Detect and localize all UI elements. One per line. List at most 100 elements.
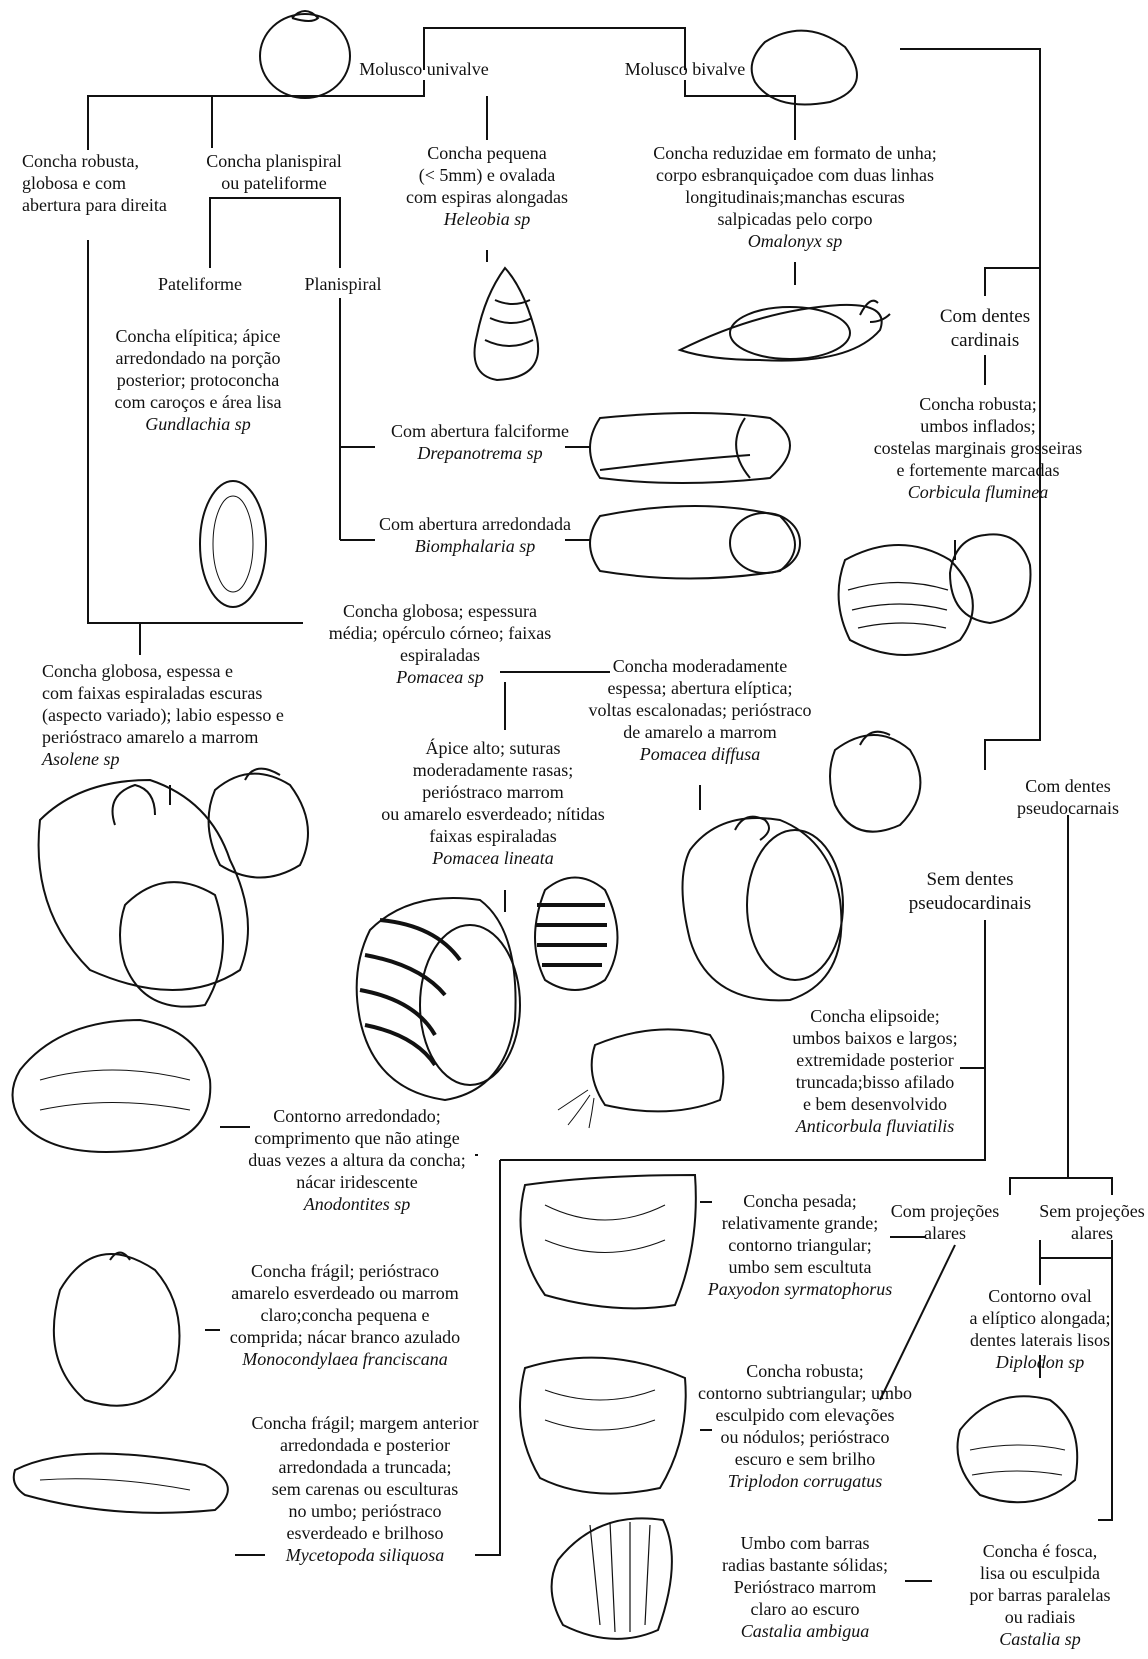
species-name: Diplodon sp xyxy=(970,1351,1111,1373)
line: contorno subtriangular; umbo xyxy=(698,1382,912,1404)
line: abertura para direita xyxy=(22,194,167,216)
line: ou pateliforme xyxy=(206,172,341,194)
dentes-pseudocarnais-node: Com dentes pseudocarnais xyxy=(1017,775,1119,819)
line: Concha globosa; espessura xyxy=(329,600,551,622)
line: Concha pequena xyxy=(406,142,568,164)
line: espessa; abertura elíptica; xyxy=(589,677,812,699)
line: Com abertura falciforme xyxy=(391,420,569,442)
line: umbos baixos e largos; xyxy=(792,1027,957,1049)
mycetopoda-node: Concha frágil; margem anterior arredonda… xyxy=(251,1412,478,1566)
omalonyx-node: Concha reduzidae em formato de unha; cor… xyxy=(653,142,936,252)
species-name: Drepanotrema sp xyxy=(391,442,569,464)
gundlachia-node: Concha elípitica; ápice arredondado na p… xyxy=(115,325,282,435)
line: contorno triangular; xyxy=(708,1234,892,1256)
corbicula-node: Concha robusta; umbos inflados; costelas… xyxy=(874,393,1083,503)
line: ou radiais xyxy=(970,1606,1111,1628)
line: esculpido com elevações xyxy=(698,1404,912,1426)
line: no umbo; perióstraco xyxy=(251,1500,478,1522)
line: claro;concha pequena e xyxy=(230,1304,460,1326)
line: (< 5mm) e ovalada xyxy=(406,164,568,186)
sem-pseudocardinais-node: Sem dentes pseudocardinais xyxy=(909,868,1031,916)
line: a elíptico alongada; xyxy=(970,1307,1111,1329)
line: alares xyxy=(891,1222,999,1244)
line: espiraladas xyxy=(329,644,551,666)
species-name: Anticorbula fluviatilis xyxy=(792,1115,957,1137)
line: extremidade posterior xyxy=(792,1049,957,1071)
line: corpo esbranquiçadoe com duas linhas xyxy=(653,164,936,186)
species-name: Asolene sp xyxy=(42,748,284,770)
line: de amarelo a marrom xyxy=(589,721,812,743)
biomphalaria-node: Com abertura arredondada Biomphalaria sp xyxy=(379,513,571,557)
line: ou nódulos; perióstraco xyxy=(698,1426,912,1448)
line: pseudocarnais xyxy=(1017,797,1119,819)
line: esverdeado e brilhoso xyxy=(251,1522,478,1544)
line: Concha é fosca, xyxy=(970,1540,1111,1562)
line: faixas espiraladas xyxy=(381,825,604,847)
molusco-bivalve-label: Molusco bivalve xyxy=(625,58,745,80)
line: umbos inflados; xyxy=(874,415,1083,437)
pateliforme-label: Pateliforme xyxy=(158,273,242,295)
line: comprida; nácar branco azulado xyxy=(230,1326,460,1348)
line: dentes laterais lisos xyxy=(970,1329,1111,1351)
line: nácar iridescente xyxy=(248,1171,465,1193)
line: Umbo com barras xyxy=(722,1532,888,1554)
line: radias bastante sólidas; xyxy=(722,1554,888,1576)
line: com espiras alongadas xyxy=(406,186,568,208)
line: moderadamente rasas; xyxy=(381,759,604,781)
line: truncada;bisso afilado xyxy=(792,1071,957,1093)
line: posterior; protoconcha xyxy=(115,369,282,391)
species-name: Corbicula fluminea xyxy=(874,481,1083,503)
species-name: Omalonyx sp xyxy=(653,230,936,252)
asolene-node: Concha globosa, espessa e com faixas esp… xyxy=(42,660,284,770)
species-name: Pomacea sp xyxy=(329,666,551,688)
line: e fortemente marcadas xyxy=(874,459,1083,481)
line: Concha reduzidae em formato de unha; xyxy=(653,142,936,164)
line: voltas escalonadas; perióstraco xyxy=(589,699,812,721)
line: escuro e sem brilho xyxy=(698,1448,912,1470)
anodontites-node: Contorno arredondado; comprimento que nã… xyxy=(248,1105,465,1215)
line: perióstraco amarelo a marrom xyxy=(42,726,284,748)
pomacea-diffusa-node: Concha moderadamente espessa; abertura e… xyxy=(589,655,812,765)
line: Concha planispiral xyxy=(206,150,341,172)
line: Concha globosa, espessa e xyxy=(42,660,284,682)
line: arredondado na porção xyxy=(115,347,282,369)
line: lisa ou esculpida xyxy=(970,1562,1111,1584)
line: umbo sem escultuta xyxy=(708,1256,892,1278)
species-name: Mycetopoda siliquosa xyxy=(251,1544,478,1566)
species-name: Pomacea lineata xyxy=(381,847,604,869)
line: Concha elipsoide; xyxy=(792,1005,957,1027)
monocondylaea-node: Concha frágil; perióstraco amarelo esver… xyxy=(230,1260,460,1370)
line: Concha robusta; xyxy=(698,1360,912,1382)
species-name: Paxyodon syrmatophorus xyxy=(708,1278,892,1300)
line: Sem projeções xyxy=(1039,1200,1144,1222)
sem-projecoes-alares-node: Sem projeções alares xyxy=(1039,1200,1144,1244)
species-name: Monocondylaea franciscana xyxy=(230,1348,460,1370)
line: alares xyxy=(1039,1222,1144,1244)
molusco-univalve-label: Molusco univalve xyxy=(359,58,488,80)
line: costelas marginais grosseiras xyxy=(874,437,1083,459)
line: Concha robusta, xyxy=(22,150,167,172)
line: Concha moderadamente xyxy=(589,655,812,677)
planispiral-label: Planispiral xyxy=(305,273,382,295)
line: comprimento que não atinge xyxy=(248,1127,465,1149)
line: com caroços e área lisa xyxy=(115,391,282,413)
dentes-cardinais-node: Com dentes cardinais xyxy=(940,305,1030,353)
line: Concha robusta; xyxy=(874,393,1083,415)
pomacea-lineata-node: Ápice alto; suturas moderadamente rasas;… xyxy=(381,737,604,869)
line: por barras paralelas xyxy=(970,1584,1111,1606)
species-name: Pomacea diffusa xyxy=(589,743,812,765)
species-name: Castalia ambigua xyxy=(722,1620,888,1642)
line: Perióstraco marrom xyxy=(722,1576,888,1598)
line: (aspecto variado); labio espesso e xyxy=(42,704,284,726)
line: duas vezes a altura da concha; xyxy=(248,1149,465,1171)
line: média; opérculo córneo; faixas xyxy=(329,622,551,644)
planispiral-pateliforme-node: Concha planispiral ou pateliforme xyxy=(206,150,341,194)
line: Concha elípitica; ápice xyxy=(115,325,282,347)
line: pseudocardinais xyxy=(909,892,1031,916)
line: Com dentes xyxy=(940,305,1030,329)
line: sem carenas ou esculturas xyxy=(251,1478,478,1500)
triplodon-node: Concha robusta; contorno subtriangular; … xyxy=(698,1360,912,1492)
line: Ápice alto; suturas xyxy=(381,737,604,759)
castalia-node: Concha é fosca, lisa ou esculpida por ba… xyxy=(970,1540,1111,1650)
species-name: Anodontites sp xyxy=(248,1193,465,1215)
